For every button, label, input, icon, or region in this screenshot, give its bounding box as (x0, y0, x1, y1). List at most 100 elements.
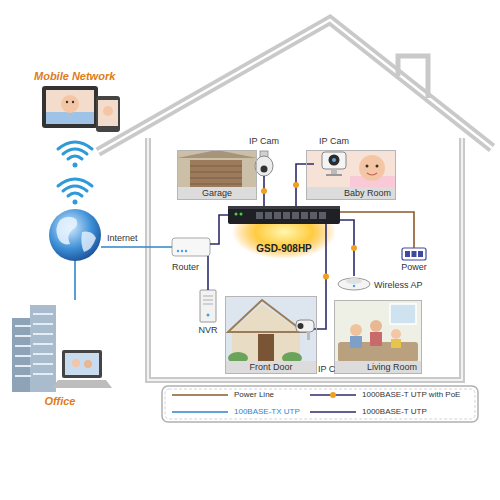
globe-icon (56, 217, 77, 245)
cube-camera-icon (329, 155, 340, 166)
globe-icon (81, 232, 96, 252)
house-outline (398, 56, 428, 98)
house-outline (98, 20, 492, 380)
bullet-camera-icon (296, 320, 314, 340)
switch-icon (274, 212, 281, 219)
living-room-photo (350, 336, 362, 348)
switch-icon (265, 212, 272, 219)
legend-text: 1000BASE-T UTP (362, 407, 427, 417)
poe-dot (323, 274, 329, 280)
baby-room-photo (359, 155, 385, 181)
living-room-photo (334, 300, 422, 362)
switch-icon (228, 206, 340, 209)
wireless-ap: Wireless AP (338, 276, 370, 290)
wifi-symbol (68, 193, 82, 196)
office-buildings (30, 305, 56, 392)
router-icon (181, 250, 183, 252)
tablet-phone-icon (72, 101, 74, 103)
legend-box (162, 386, 478, 422)
living-room-photo (334, 300, 422, 362)
tablet-phone-icon (46, 90, 94, 124)
house-outline (148, 138, 462, 380)
cable-line (101, 246, 172, 248)
poe-dot (293, 182, 299, 188)
cube-camera-icon (322, 152, 346, 169)
device-label: Wireless AP (374, 280, 423, 290)
bullet-camera-icon (296, 320, 314, 332)
living-room-photo (370, 320, 382, 332)
wifi-symbol (68, 156, 82, 159)
legend-entry: 1000BASE-T UTP with PoE (362, 390, 460, 400)
room-label: Garage (178, 187, 256, 199)
access-point-icon (338, 278, 370, 290)
dome-camera-icon (255, 156, 273, 176)
switch-icon (310, 212, 317, 219)
tablet-phone-icon (42, 86, 98, 128)
living-room-photo (391, 329, 401, 339)
switch-icon (283, 212, 290, 219)
ip-camera: IP Cam (244, 136, 284, 176)
laptop-icon (52, 380, 112, 388)
wifi-symbol (63, 186, 87, 191)
house-outline (148, 138, 462, 380)
nvr-icon (207, 314, 210, 317)
internet-globe: Internet (49, 209, 101, 261)
living-room-photo (370, 332, 382, 346)
garage-photo (177, 150, 257, 188)
baby-room-photo (367, 173, 377, 175)
garage-photo (177, 150, 257, 188)
room-label: Front Door (226, 361, 316, 373)
front-door-photo (258, 334, 274, 362)
laptop-icon (65, 353, 99, 375)
nvr-icon (200, 290, 216, 322)
laptop-icon (52, 350, 112, 388)
nvr: NVR (200, 290, 216, 322)
cube-camera-icon (332, 158, 336, 162)
switch-icon (240, 213, 243, 216)
power-outlet-icon (412, 251, 417, 257)
wifi-symbol (58, 142, 92, 205)
wifi-symbol (58, 142, 92, 149)
room-photo: Baby Room (306, 150, 396, 200)
wifi-symbol (73, 200, 78, 205)
switch-icon (319, 212, 326, 219)
power-outlet-icon (418, 251, 423, 257)
living-room-photo (350, 324, 362, 336)
cable-line (210, 215, 228, 244)
cable-line (207, 256, 209, 290)
switch-icon (228, 206, 340, 224)
legend-box (165, 389, 475, 419)
access-point-icon (346, 278, 362, 284)
legend-entry: 100BASE-TX UTP (234, 407, 300, 417)
office-buildings (15, 314, 53, 376)
legend-text: Power Line (234, 390, 274, 400)
baby-room-photo (366, 165, 369, 168)
globe-icon (49, 209, 101, 261)
laptop-icon (62, 350, 102, 378)
cube-camera-icon (331, 169, 337, 174)
router-icon (172, 238, 210, 256)
router-icon (185, 250, 187, 252)
cube-camera-icon (326, 174, 342, 176)
switch-icon (292, 212, 299, 219)
front-door-photo (225, 296, 317, 364)
garage-photo (177, 150, 257, 158)
router-icon (177, 250, 179, 252)
garage-photo (190, 166, 242, 184)
cable-line (340, 212, 414, 248)
tablet-phone-icon (46, 112, 94, 124)
ip-camera: IP Cam (314, 136, 354, 176)
garage-photo (190, 160, 242, 188)
power-outlet-icon (402, 248, 426, 260)
baby-room-photo (306, 150, 396, 188)
legend-line-sample (172, 411, 228, 413)
nvr-icon (200, 290, 216, 322)
baby-room-photo (306, 150, 396, 188)
legend-text: 1000BASE-T UTP with PoE (362, 390, 460, 400)
front-door-photo (228, 300, 304, 332)
router: Router (172, 238, 210, 256)
switch-icon (301, 212, 308, 219)
laptop-icon (72, 359, 80, 367)
cable-line (74, 261, 76, 300)
device-label: IP Cam (319, 136, 349, 146)
